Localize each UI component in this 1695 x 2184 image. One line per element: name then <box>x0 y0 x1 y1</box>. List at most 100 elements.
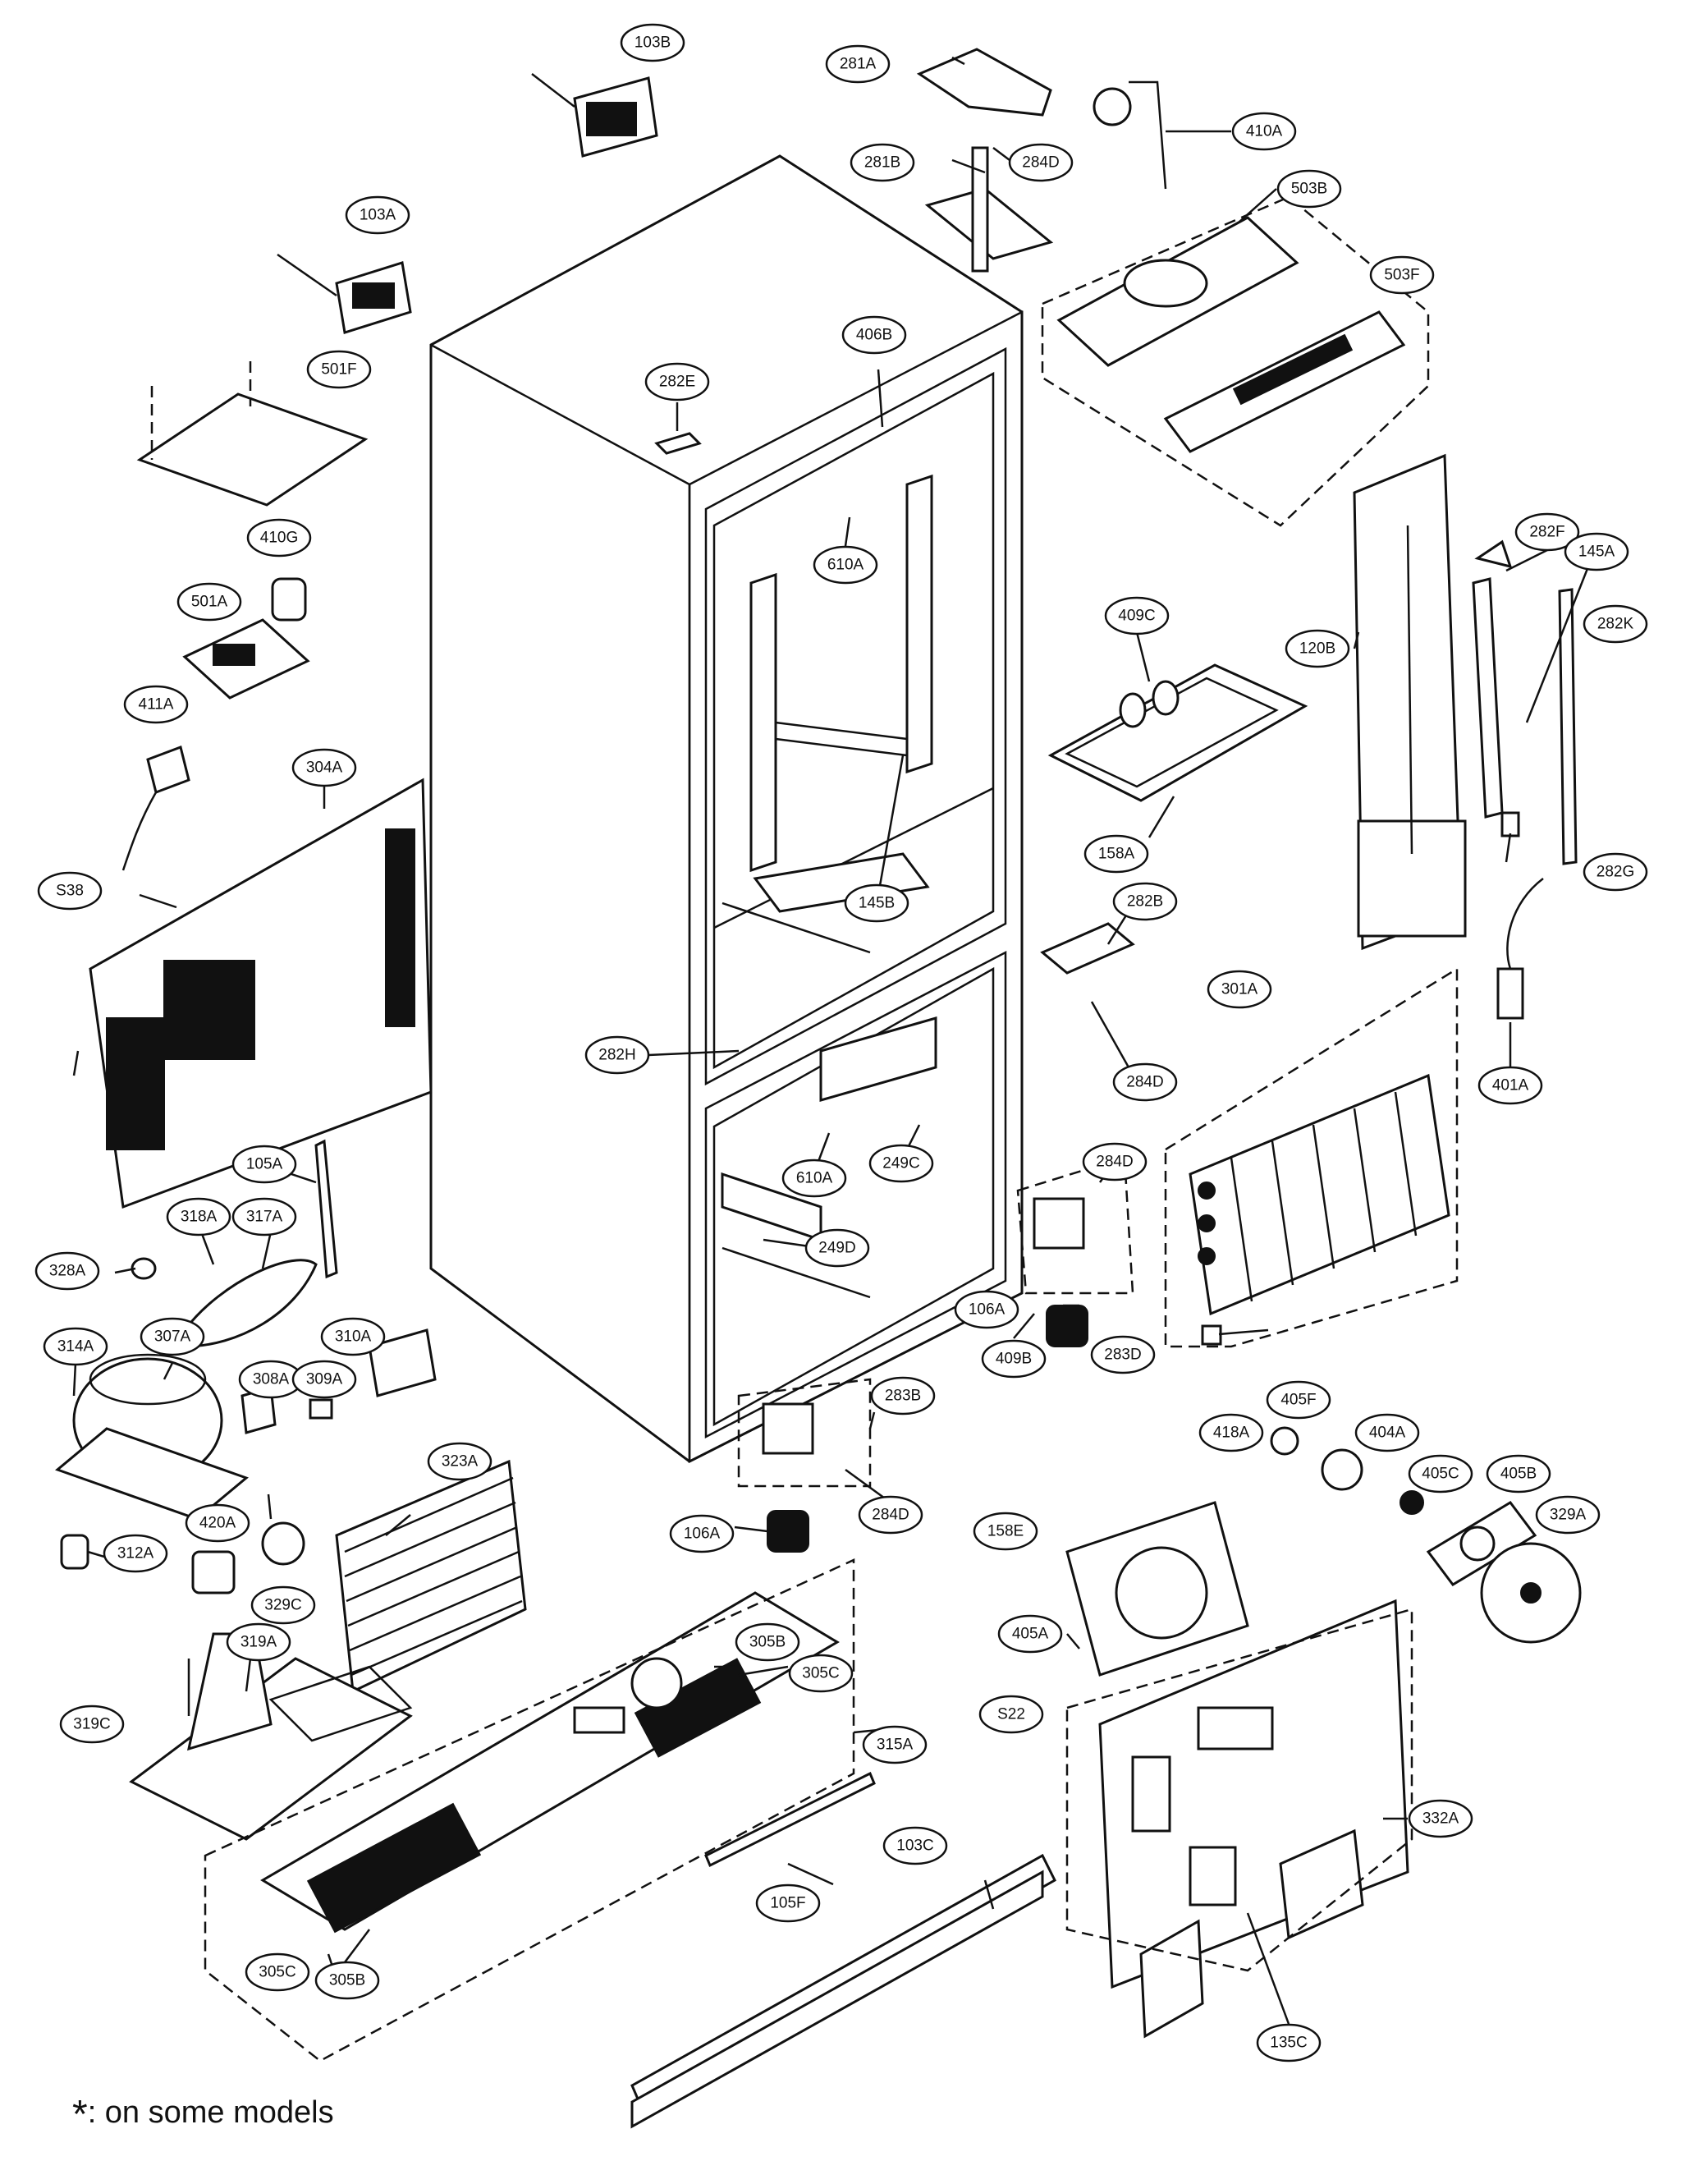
svg-text:283B: 283B <box>885 1388 921 1405</box>
callout-158A: 158A <box>1083 834 1149 874</box>
cabinet-inner-rails <box>721 474 937 1242</box>
svg-text:501A: 501A <box>191 594 228 611</box>
svg-text:106A: 106A <box>969 1301 1006 1319</box>
svg-text:418A: 418A <box>1213 1425 1250 1442</box>
callout-106A-1: 106A <box>954 1290 1019 1329</box>
callout-305B-1: 305B <box>735 1622 800 1662</box>
part-328A-shape <box>131 1257 157 1280</box>
callout-332A: 332A <box>1408 1799 1473 1838</box>
callout-282G: 282G <box>1583 852 1648 892</box>
callout-284D-1: 284D <box>1008 143 1074 182</box>
callout-106A-2: 106A <box>669 1514 735 1553</box>
callout-305B-2: 305B <box>314 1961 380 2000</box>
svg-text:284D: 284D <box>872 1507 909 1524</box>
svg-text:405A: 405A <box>1012 1626 1049 1643</box>
svg-text:406B: 406B <box>856 327 892 344</box>
svg-text:315A: 315A <box>877 1737 914 1754</box>
part-410A-shape <box>1093 80 1167 190</box>
callout-409B: 409B <box>981 1339 1047 1379</box>
svg-text:282E: 282E <box>659 374 695 391</box>
svg-text:106A: 106A <box>684 1526 721 1543</box>
callout-284D-4: 284D <box>858 1495 923 1535</box>
svg-text:329A: 329A <box>1550 1507 1587 1524</box>
part-409C-shape <box>1119 680 1180 728</box>
part-158A-shape <box>1047 663 1308 802</box>
svg-text:332A: 332A <box>1422 1810 1459 1828</box>
svg-text:610A: 610A <box>796 1170 833 1187</box>
callout-314A: 314A <box>43 1327 108 1366</box>
footnote-symbol: * <box>72 2093 88 2136</box>
callout-282B: 282B <box>1112 882 1178 921</box>
callout-410G: 410G <box>246 518 312 557</box>
callout-145B: 145B <box>844 883 909 923</box>
svg-text:314A: 314A <box>57 1338 94 1356</box>
svg-text:282G: 282G <box>1597 864 1634 881</box>
part-312A-shape <box>60 1534 89 1570</box>
svg-text:405C: 405C <box>1422 1466 1459 1483</box>
svg-text:158A: 158A <box>1098 846 1135 863</box>
part-307A-shape <box>55 1353 249 1521</box>
svg-text:405F: 405F <box>1280 1392 1316 1409</box>
svg-text:323A: 323A <box>442 1453 479 1471</box>
svg-text:503B: 503B <box>1291 181 1327 198</box>
svg-text:S38: S38 <box>56 883 84 900</box>
part-309A-shape <box>309 1398 333 1420</box>
svg-text:305C: 305C <box>259 1964 295 1981</box>
callout-120B: 120B <box>1285 629 1350 668</box>
part-145A-heater-shape <box>1472 577 1504 819</box>
svg-text:310A: 310A <box>335 1328 372 1346</box>
svg-text:317A: 317A <box>246 1209 283 1226</box>
svg-text:305B: 305B <box>749 1634 786 1651</box>
callout-103C: 103C <box>882 1826 948 1865</box>
part-105F-shape <box>704 1771 876 1868</box>
callout-135C: 135C <box>1256 2023 1322 2062</box>
callout-281A: 281A <box>825 44 891 84</box>
callout-319C: 319C <box>59 1705 125 1744</box>
svg-text:135C: 135C <box>1270 2035 1307 2052</box>
callout-281B: 281B <box>850 143 915 182</box>
svg-text:319A: 319A <box>241 1634 277 1651</box>
callout-304A: 304A <box>291 748 357 787</box>
part-103A-shape <box>277 253 412 334</box>
svg-text:405B: 405B <box>1500 1466 1537 1483</box>
cabinet-top-label <box>654 432 702 455</box>
part-401A-shape <box>1496 878 1544 1020</box>
svg-text:610A: 610A <box>827 557 864 574</box>
callout-284D-3: 284D <box>1082 1142 1148 1181</box>
part-120B-shape <box>1353 453 1467 951</box>
part-281A-hinge-cover-shape <box>916 48 1052 117</box>
part-332A-shape <box>1065 1599 1413 2039</box>
svg-text:120B: 120B <box>1299 640 1335 658</box>
callout-610A-2: 610A <box>781 1159 847 1198</box>
callout-305C-1: 305C <box>788 1654 854 1693</box>
callout-610A-1: 610A <box>813 545 878 585</box>
callout-410A: 410A <box>1231 112 1297 151</box>
callout-283B: 283B <box>870 1376 936 1415</box>
callout-406B: 406B <box>841 315 907 355</box>
svg-text:307A: 307A <box>154 1328 191 1346</box>
part-329C-shape <box>261 1521 305 1566</box>
svg-text:105F: 105F <box>770 1895 805 1912</box>
callout-283D: 283D <box>1090 1335 1156 1374</box>
callout-405F: 405F <box>1266 1380 1331 1420</box>
part-420A-shape <box>191 1550 236 1594</box>
svg-text:103A: 103A <box>360 207 396 224</box>
part-405C-shape <box>1400 1490 1424 1515</box>
callout-282E: 282E <box>644 362 710 401</box>
part-282G-shape <box>1500 811 1520 837</box>
callout-323A: 323A <box>427 1442 492 1481</box>
callout-S22: S22 <box>978 1695 1044 1734</box>
svg-text:282F: 282F <box>1529 524 1564 541</box>
part-103C-shape <box>630 1853 1056 2129</box>
callout-319A: 319A <box>226 1622 291 1662</box>
part-304A-shape <box>89 778 433 1209</box>
svg-text:283D: 283D <box>1104 1347 1141 1364</box>
part-315A-shape <box>204 1558 855 2062</box>
svg-text:301A: 301A <box>1221 981 1258 998</box>
callout-145A: 145A <box>1564 532 1629 571</box>
footnote: *: on some models <box>72 2092 334 2137</box>
svg-text:409B: 409B <box>996 1351 1032 1368</box>
callout-282H: 282H <box>584 1035 650 1075</box>
svg-text:503F: 503F <box>1384 267 1419 284</box>
